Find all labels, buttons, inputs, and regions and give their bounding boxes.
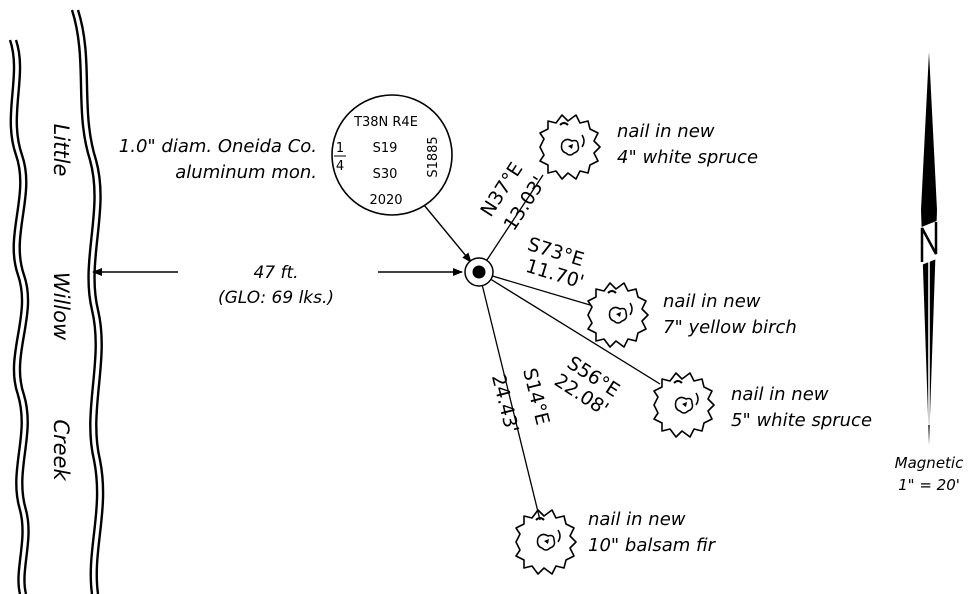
tree-icon-white-spruce-4 — [539, 114, 601, 180]
creek-name-willow: Willow — [49, 272, 73, 341]
corner-inner-dot — [472, 265, 486, 279]
creek-east-bank-inner — [76, 9, 105, 594]
cap-section-30: S30 — [373, 167, 398, 182]
monument-cap: T38N R4E S19 S30 2020 1 4 S1885 — [331, 94, 453, 216]
tree-label-3-line2: 5" white spruce — [731, 410, 872, 431]
tree-label-4-line1: nail in new — [588, 509, 686, 530]
cap-fraction-denominator: 4 — [336, 159, 344, 174]
tree-label-4-line2: 10" balsam fir — [588, 535, 717, 556]
scale-label: 1" = 20' — [898, 476, 960, 494]
north-arrow-label: Magnetic — [895, 454, 964, 472]
creek-east-bank-outer — [70, 9, 99, 594]
tree-label-2-line1: nail in new — [663, 291, 761, 312]
tie-line-e — [478, 271, 591, 306]
cap-outline — [331, 94, 453, 216]
cap-year: 2020 — [369, 193, 402, 208]
bearing-s: S14°E — [518, 366, 553, 427]
cap-leader-arrow — [423, 204, 472, 263]
tree-icon-white-spruce-5 — [653, 372, 715, 438]
distance-value: 47 ft. — [253, 263, 298, 283]
creek-name-little: Little — [49, 124, 73, 177]
tie-line-ne — [478, 174, 544, 273]
monument-description-line1: 1.0" diam. Oneida Co. — [119, 136, 317, 157]
tie-lines — [478, 174, 661, 521]
distance-dimension: 47 ft. (GLO: 69 lks.) — [92, 263, 463, 308]
distance-glo: (GLO: 69 lks.) — [218, 288, 334, 308]
tree-icon-yellow-birch-7 — [587, 282, 649, 348]
creek-west-bank-outer — [8, 39, 24, 594]
tree-label-1-line2: 4" white spruce — [617, 147, 758, 168]
cap-fraction-numerator: 1 — [336, 141, 344, 156]
tie-line-se — [478, 271, 661, 385]
creek-name-creek: Creek — [49, 419, 73, 481]
tree-label-2-line2: 7" yellow birch — [663, 317, 797, 338]
creek-banks — [8, 9, 105, 594]
tie-line-s — [478, 271, 541, 521]
tree-icon-balsam-fir-10 — [515, 509, 577, 575]
creek-west-bank-inner — [14, 39, 30, 594]
tree-label-1-line1: nail in new — [617, 121, 715, 142]
corner-point — [464, 257, 494, 287]
cap-side-number: S1885 — [426, 136, 441, 177]
cap-section-19: S19 — [373, 141, 398, 156]
north-arrow-icon — [919, 52, 939, 445]
north-arrow-n-letter — [920, 222, 938, 262]
tree-label-3-line1: nail in new — [731, 384, 829, 405]
monument-description-line2: aluminum mon. — [175, 162, 317, 183]
cap-township-range: T38N R4E — [353, 115, 418, 130]
distance-s: 24.43' — [487, 372, 523, 435]
